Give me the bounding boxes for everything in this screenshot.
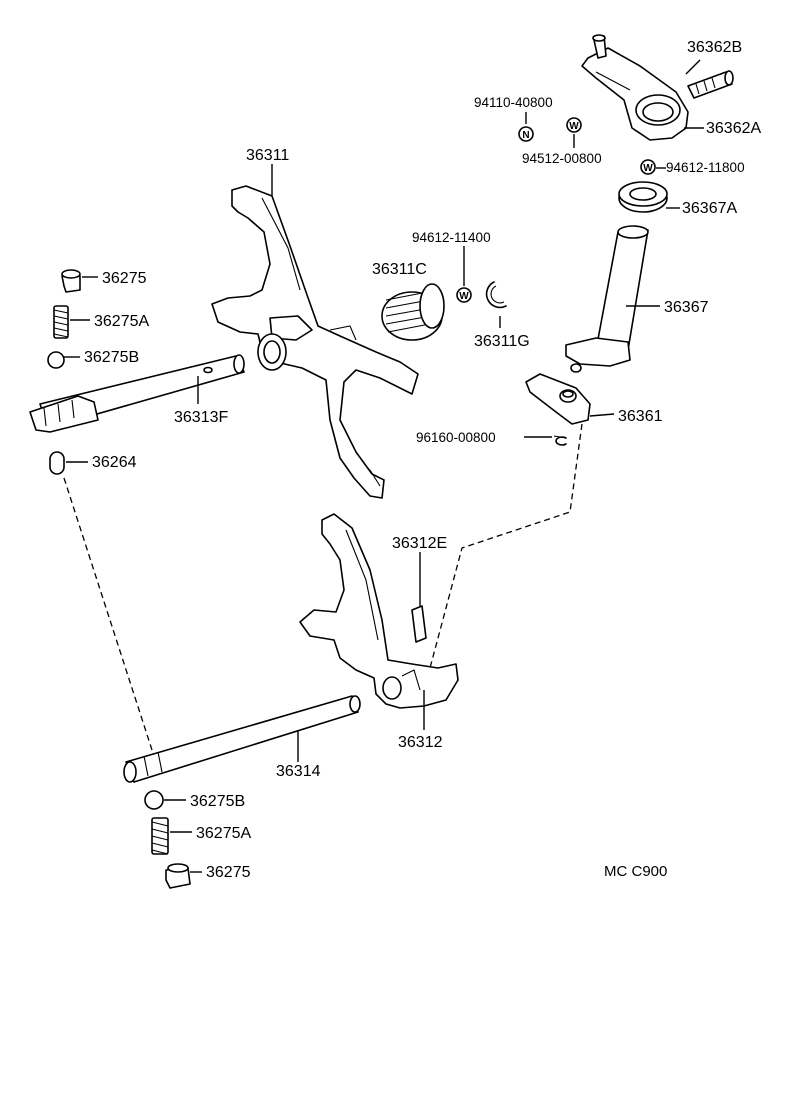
snap-ring-36311g — [485, 281, 507, 309]
plug-36275-top — [61, 269, 81, 293]
shift-fork-36311 — [211, 185, 419, 499]
label-36314: 36314 — [276, 763, 321, 780]
svg-text:W: W — [643, 163, 653, 174]
n-symbol: N — [518, 126, 534, 142]
label-36275-bottom: 36275 — [206, 864, 251, 881]
oil-seal-36367a — [618, 181, 668, 213]
w-symbol-94612-11400: W — [456, 287, 472, 303]
label-36264: 36264 — [92, 454, 137, 471]
label-36311: 36311 — [246, 147, 289, 164]
ball-36275b-bottom — [144, 790, 164, 810]
label-36362b: 36362B — [687, 39, 742, 56]
diagram-code: MC C900 — [604, 863, 667, 880]
label-94612-11800: 94612-11800 — [666, 160, 745, 175]
spring-36275a-bottom — [151, 817, 169, 855]
key-36312e — [411, 605, 427, 643]
label-94110-40800: 94110-40800 — [474, 95, 553, 110]
label-94612-11400: 94612-11400 — [412, 230, 491, 245]
label-96160-00800: 96160-00800 — [416, 430, 496, 445]
label-36362a: 36362A — [706, 120, 761, 137]
w-symbol-94512: W — [566, 117, 582, 133]
svg-text:N: N — [522, 130, 529, 141]
label-36311g: 36311G — [474, 333, 530, 350]
label-36275b-bottom: 36275B — [190, 793, 245, 810]
label-36361: 36361 — [618, 408, 663, 425]
spring-36311c — [381, 283, 445, 341]
label-36275a-top: 36275A — [94, 313, 149, 330]
label-36313f: 36313F — [174, 409, 228, 426]
label-36367: 36367 — [664, 299, 709, 316]
leader-lines — [64, 59, 704, 873]
e-clip-96160-00800 — [553, 435, 567, 446]
label-36311c: 36311C — [372, 261, 427, 278]
label-36275b-top: 36275B — [84, 349, 139, 366]
label-36312: 36312 — [398, 734, 443, 751]
shift-lever-36362a — [581, 34, 689, 141]
spring-36275a-top — [53, 305, 69, 339]
shift-shaft-36367 — [565, 225, 649, 373]
shaft-36313f — [29, 354, 245, 433]
label-36367a: 36367A — [682, 200, 737, 217]
lever-36361 — [525, 373, 591, 425]
svg-text:W: W — [459, 291, 469, 302]
label-94512-00800: 94512-00800 — [522, 151, 602, 166]
pin-36264 — [49, 451, 65, 475]
dashed-line-lever-to-fork — [429, 423, 583, 669]
label-36275-top: 36275 — [102, 270, 147, 287]
shaft-36314 — [123, 695, 361, 783]
shift-fork-36312 — [299, 513, 459, 709]
dashed-line-pin-to-shaft — [63, 477, 153, 751]
ball-36275b-top — [47, 351, 65, 369]
label-36312e: 36312E — [392, 535, 447, 552]
bolt-36362b — [687, 70, 734, 99]
svg-text:W: W — [569, 121, 579, 132]
plug-36275-bottom — [165, 863, 191, 889]
w-symbol-94612-11800: W — [640, 159, 656, 175]
label-36275a-bottom: 36275A — [196, 825, 251, 842]
